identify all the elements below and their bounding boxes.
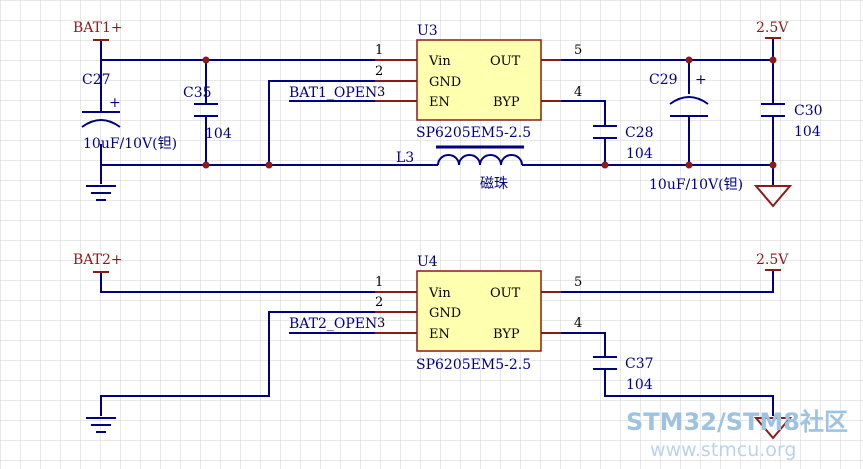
c35-value: 104 (205, 126, 232, 142)
capacitor-c27[interactable]: + C27 10uF/10V(钽) (81, 72, 177, 152)
u4-part: SP6205EM5-2.5 (416, 357, 531, 373)
c29-value: 10uF/10V(钽) (649, 177, 743, 193)
c29-ref: C29 (649, 72, 678, 88)
u3-ref: U3 (417, 23, 438, 39)
c27-plate-bottom (81, 119, 121, 128)
u4-pinnum-3: 3 (377, 316, 385, 331)
capacitor-c35[interactable]: C35 104 (183, 85, 232, 142)
junction-dot (601, 161, 609, 169)
c29-polarity: + (695, 72, 707, 88)
u3-body (416, 39, 542, 121)
u4-pinnum-5: 5 (574, 275, 582, 290)
ground-symbol (86, 417, 116, 433)
u4-pin-vin: Vin (428, 286, 451, 301)
c29-plate-top (669, 96, 709, 105)
c27-value: 10uF/10V(钽) (83, 136, 177, 152)
u4-pin-byp: BYP (493, 327, 520, 342)
ic-u4[interactable]: U4 SP6205EM5-2.5 Vin GND EN OUT BYP 1 2 … (375, 254, 582, 373)
wire-c37-bottom (604, 369, 774, 416)
watermark-line2: www.stmcu.org (650, 439, 796, 461)
u3-pin-byp: BYP (493, 95, 520, 110)
u4-pin-gnd: GND (429, 306, 461, 321)
u3-pin-vin: Vin (428, 54, 451, 69)
junction-dot (202, 161, 210, 169)
junctions-circuit-1 (202, 56, 777, 169)
u4-ref: U4 (417, 254, 438, 270)
u4-pinnum-2: 2 (375, 295, 383, 310)
net-label-bat1: BAT1+ (73, 20, 123, 36)
c27-ref: C27 (82, 72, 111, 88)
u4-pin-out: OUT (490, 286, 521, 301)
wire-u4-gnd (100, 311, 395, 416)
net-label-bat1-open: BAT1_OPEN (289, 85, 377, 101)
capacitor-c28[interactable]: C28 104 (593, 125, 654, 162)
circuit-1: BAT1+ 2.5V BAT1_OPEN + C27 10uF/10V(钽) (73, 20, 823, 208)
ic-u3[interactable]: U3 SP6205EM5-2.5 Vin GND EN OUT BYP 1 2 … (375, 23, 582, 141)
u4-pin-en: EN (429, 327, 450, 342)
junction-dot (202, 56, 210, 64)
u3-pin-out: OUT (490, 54, 521, 69)
c28-ref: C28 (625, 125, 654, 141)
c35-ref: C35 (183, 85, 212, 101)
u3-pin-en: EN (429, 95, 450, 110)
wire-u3-gnd (268, 80, 395, 165)
inductor-l3[interactable]: L3 磁珠 (396, 145, 524, 192)
junction-dot (685, 56, 693, 64)
c28-value: 104 (626, 146, 653, 162)
wire-bat2-rail (100, 272, 395, 293)
watermark-line1: STM32/STM8社区 (626, 408, 848, 436)
u3-pinnum-2: 2 (375, 64, 383, 79)
u3-pinnum-4: 4 (574, 85, 582, 100)
watermark: STM32/STM8社区 www.stmcu.org (626, 408, 848, 461)
u4-body (416, 270, 542, 352)
u3-pinnum-5: 5 (574, 43, 582, 58)
ground-triangle-symbol (753, 417, 793, 440)
l3-value: 磁珠 (480, 176, 508, 192)
u3-pinnum-1: 1 (375, 43, 383, 58)
net-label-bat2: BAT2+ (73, 252, 123, 268)
net-label-2v5-top: 2.5V (756, 20, 789, 36)
net-label-2v5-bottom: 2.5V (756, 252, 789, 268)
u4-pinnum-1: 1 (375, 275, 383, 290)
junction-dot (769, 56, 777, 64)
junction-dot (685, 161, 693, 169)
ground-symbol (86, 185, 116, 201)
c27-polarity: + (109, 95, 121, 111)
u4-pinnum-4: 4 (574, 316, 582, 331)
junction-dot (265, 161, 273, 169)
wire-u3-byp (561, 100, 606, 126)
l3-coil (437, 154, 523, 166)
l3-ref: L3 (396, 150, 414, 166)
wires-circuit-2 (100, 270, 774, 416)
capacitor-c37[interactable]: C37 104 (593, 356, 654, 393)
circuit-2: BAT2+ 2.5V BAT2_OPEN U4 SP6205EM5-2.5 Vi… (73, 252, 793, 440)
net-label-bat2-open: BAT2_OPEN (289, 316, 377, 332)
c30-value: 104 (794, 124, 821, 140)
junction-dot (769, 161, 777, 169)
ground-triangle-symbol (753, 185, 793, 208)
wire-u4-byp (561, 332, 606, 357)
u3-pinnum-3: 3 (377, 85, 385, 100)
capacitor-c30[interactable]: C30 104 (761, 103, 823, 140)
c30-ref: C30 (794, 103, 823, 119)
u3-part: SP6205EM5-2.5 (416, 125, 531, 141)
c37-ref: C37 (625, 356, 654, 372)
u3-pin-gnd: GND (429, 75, 461, 90)
wire-u4-out (561, 270, 774, 293)
c37-value: 104 (626, 377, 653, 393)
capacitor-c29[interactable]: + C29 10uF/10V(钽) (649, 72, 743, 193)
